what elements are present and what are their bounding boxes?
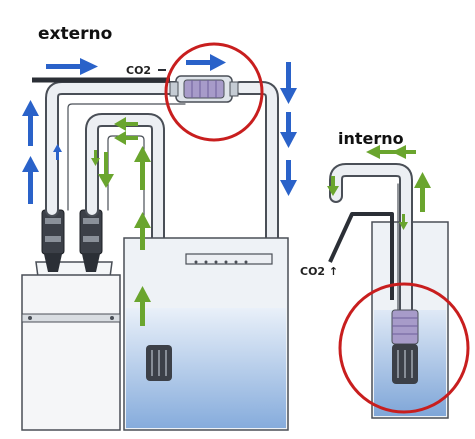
arrow-green-icon <box>399 214 408 230</box>
arrow-blue-icon <box>280 62 297 104</box>
arrow-blue-icon <box>22 100 39 146</box>
arrow-green-icon <box>114 131 138 145</box>
arrow-green-icon <box>414 172 431 212</box>
arrow-blue-icon <box>46 58 98 75</box>
highlight-circle-internal <box>338 282 470 414</box>
arrow-blue-icon <box>186 54 226 71</box>
arrow-green-icon <box>91 150 100 166</box>
main-tank <box>123 237 289 431</box>
arrow-green-icon <box>134 146 151 190</box>
internal-pipe <box>329 163 413 317</box>
co2-external-label: CO2 <box>126 64 151 77</box>
arrow-green-icon <box>327 176 339 196</box>
co2-internal-line <box>328 212 394 300</box>
externo-label: externo <box>38 24 112 44</box>
arrow-blue-icon <box>22 156 39 204</box>
canister-valves <box>41 209 103 272</box>
external-filter-canister <box>21 261 121 431</box>
arrow-blue-icon <box>53 144 62 160</box>
spray-bar <box>185 253 273 265</box>
arrow-green-icon <box>134 212 151 250</box>
arrow-green-icon <box>392 145 416 159</box>
arrow-green-icon <box>366 145 398 159</box>
arrow-green-icon <box>134 286 151 326</box>
arrow-green-icon <box>114 117 138 131</box>
arrow-green-icon <box>98 152 114 188</box>
co2-reactor <box>169 75 239 103</box>
arrow-blue-icon <box>280 160 297 196</box>
arrow-blue-icon <box>280 112 297 148</box>
interno-label: interno <box>338 129 404 148</box>
intake-strainer <box>146 345 172 381</box>
co2-diffuser-icon <box>391 309 419 384</box>
co2-internal-label: CO2 ↑ <box>300 265 338 278</box>
blue-flow-arrows <box>22 54 297 204</box>
highlight-circle-reactor <box>164 42 264 142</box>
green-flow-arrows <box>91 117 431 326</box>
